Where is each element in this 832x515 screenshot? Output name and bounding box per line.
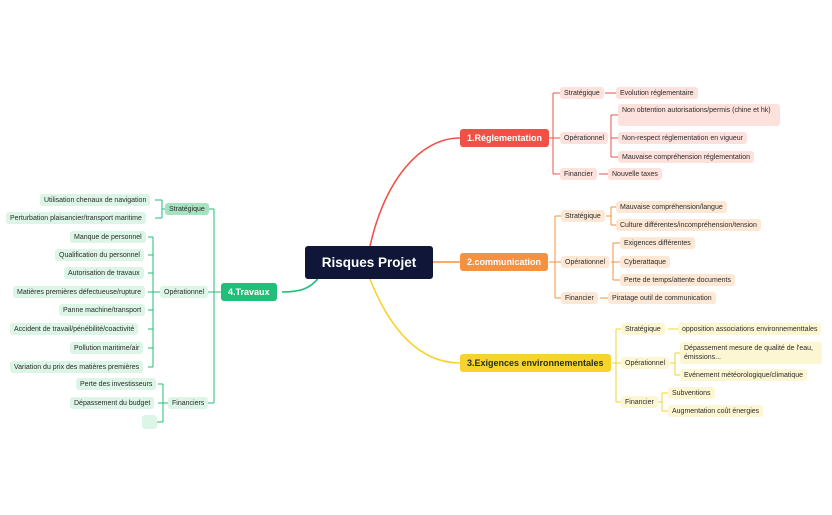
communication-strategique[interactable]: Stratégique	[561, 210, 605, 222]
travaux-operationnel-item[interactable]: Matières premières défectueuse/rupture	[13, 286, 146, 298]
travaux-financiers-item[interactable]: Dépassement du budget	[70, 397, 155, 409]
reglementation-strategique-item[interactable]: Evolution réglementaire	[616, 87, 698, 99]
root-topic[interactable]: Risques Projet	[305, 246, 433, 279]
communication-operationnel-item[interactable]: Perte de temps/attente documents	[620, 274, 736, 286]
environnement-strategique[interactable]: Stratégique	[621, 323, 665, 335]
environnement-operationnel-item[interactable]: Dépassement mesure de qualité de l'eau, …	[680, 342, 822, 364]
travaux-strategique[interactable]: Stratégique	[165, 203, 209, 215]
communication-financier[interactable]: Financier	[561, 292, 598, 304]
environnement-financier[interactable]: Financier	[621, 396, 658, 408]
travaux-operationnel-item[interactable]: Qualification du personnel	[55, 249, 144, 261]
travaux-operationnel-item[interactable]: Panne machine/transport	[59, 304, 146, 316]
travaux-financiers-item[interactable]: Perte des investisseurs	[76, 378, 157, 390]
communication-operationnel-item[interactable]: Exigences différentes	[620, 237, 695, 249]
connectors-communication	[549, 206, 620, 299]
travaux-operationnel-item[interactable]: Pollution maritime/air	[70, 342, 144, 354]
communication-strategique-item[interactable]: Mauvaise compréhension/langue	[616, 201, 727, 213]
communication-operationnel[interactable]: Opérationnel	[561, 256, 610, 268]
connector-root-travaux	[281, 275, 321, 293]
travaux-strategique-item[interactable]: Utilisation chenaux de navigation	[40, 194, 151, 206]
travaux-financiers[interactable]: Financiers	[168, 397, 209, 409]
branch-environnement[interactable]: 3.Exigences environnementales	[460, 354, 611, 372]
travaux-operationnel[interactable]: Opérationnel	[160, 286, 209, 298]
reglementation-financier-item[interactable]: Nouvelle taxes	[608, 168, 662, 180]
reglementation-operationnel-item[interactable]: Non-respect réglementation en vigueur	[618, 132, 748, 144]
communication-strategique-item[interactable]: Culture différentes/incompréhension/tens…	[616, 219, 761, 231]
branch-communication[interactable]: 2.communication	[460, 253, 549, 271]
connectors-reglementation	[548, 92, 618, 175]
travaux-operationnel-item[interactable]: Variation du prix des matières premières	[10, 361, 144, 373]
connectors-environnement	[612, 328, 680, 412]
connector-root-reglementation	[369, 137, 461, 247]
reglementation-operationnel[interactable]: Opérationnel	[560, 132, 609, 144]
communication-operationnel-item[interactable]: Cyberattaque	[620, 256, 671, 268]
reglementation-operationnel-item[interactable]: Mauvaise compréhension réglementation	[618, 151, 755, 163]
travaux-operationnel-item[interactable]: Manque de personnel	[70, 231, 146, 243]
environnement-operationnel-item[interactable]: Evénement météorologique/climatique	[680, 369, 808, 381]
environnement-operationnel[interactable]: Opérationnel	[621, 357, 670, 369]
branch-travaux[interactable]: 4.Travaux	[221, 283, 277, 301]
travaux-operationnel-item[interactable]: Accident de travail/pénébilité/coactivit…	[10, 323, 139, 335]
reglementation-strategique[interactable]: Stratégique	[560, 87, 604, 99]
environnement-strategique-item[interactable]: opposition associations environnementtal…	[678, 323, 822, 335]
communication-financier-item[interactable]: Piratage outil de communication	[608, 292, 716, 304]
travaux-financiers-empty-item[interactable]	[142, 415, 157, 429]
branch-reglementation[interactable]: 1.Réglementation	[460, 129, 550, 147]
environnement-financier-item[interactable]: Augmentation coût énergies	[668, 405, 764, 417]
reglementation-operationnel-item[interactable]: Non obtention autorisations/permis (chin…	[618, 104, 780, 126]
travaux-operationnel-item[interactable]: Autorisation de travaux	[64, 267, 144, 279]
travaux-strategique-item[interactable]: Perturbation plaisancier/transport marit…	[6, 212, 146, 224]
reglementation-financier[interactable]: Financier	[560, 168, 597, 180]
connector-root-environnement	[369, 278, 461, 364]
connectors-travaux	[148, 199, 221, 423]
environnement-financier-item[interactable]: Subventions	[668, 387, 715, 399]
